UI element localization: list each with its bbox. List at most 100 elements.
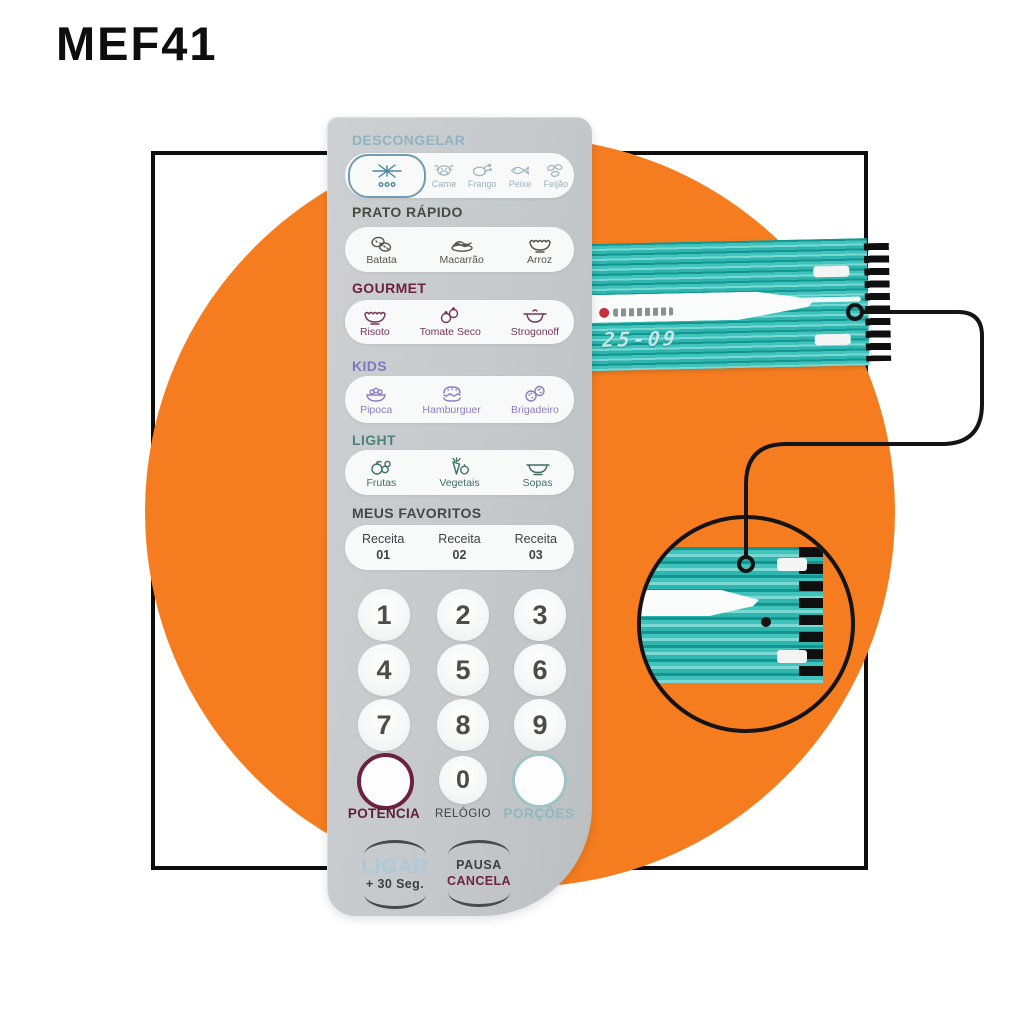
snowflake-drops-icon: [369, 162, 405, 189]
keypad-button-0[interactable]: 0: [439, 756, 487, 804]
defrost-button[interactable]: [348, 153, 426, 198]
chicken-icon: [470, 162, 494, 179]
ligar-label: LIGAR: [361, 856, 429, 878]
favorite-name: Receita: [514, 531, 558, 546]
keypad-button-5[interactable]: 5: [437, 644, 489, 696]
favorite-number: 03: [528, 547, 543, 562]
favorite-name: Receita: [361, 531, 405, 546]
keypad-button-8[interactable]: 8: [437, 699, 489, 751]
pausa-cancela-button[interactable]: PAUSA CANCELA: [437, 840, 521, 907]
button-label: Hamburguer: [422, 403, 481, 416]
kids-group: Pipoca Hamburguer Brigadeiro: [345, 376, 574, 423]
cancela-label: CANCELA: [447, 874, 511, 889]
brigadeiro-icon: [522, 384, 548, 404]
keypad-button-1[interactable]: 1: [358, 589, 410, 641]
favorites-group: Receita 01 Receita 02 Receita 03: [345, 525, 574, 570]
keypad-button-7[interactable]: 7: [358, 699, 410, 751]
button-arroz[interactable]: Arroz: [527, 234, 553, 266]
section-header-meus-favoritos: MEUS FAVORITOS: [352, 505, 482, 521]
fruits-icon: [368, 457, 394, 477]
button-label: Carne: [431, 179, 457, 189]
stroganoff-pot-icon: [522, 306, 548, 326]
rice-bowl-icon: [527, 234, 553, 254]
magnifier-circle: [637, 515, 855, 733]
section-header-gourmet: GOURMET: [352, 280, 427, 296]
keypad-button-6[interactable]: 6: [514, 644, 566, 696]
soup-bowl-icon: [525, 457, 551, 477]
ligar-button[interactable]: LIGAR + 30 Seg.: [353, 840, 437, 909]
arc-top: [364, 840, 426, 855]
button-label: Feijão: [543, 179, 569, 189]
button-label: Vegetais: [439, 476, 480, 489]
prato-rapido-group: Batata Macarrão Arroz: [345, 227, 574, 272]
popcorn-icon: [363, 384, 389, 404]
favorite-number: 02: [452, 547, 467, 562]
keypad-button-9[interactable]: 9: [514, 699, 566, 751]
magnified-contact-pad: [777, 650, 807, 663]
button-vegetais[interactable]: Vegetais: [439, 457, 480, 489]
vegetables-icon: [446, 457, 472, 477]
light-group: Frutas Vegetais Sopas: [345, 450, 574, 495]
plus-30-seg-label: + 30 Seg.: [365, 877, 425, 891]
button-batata[interactable]: Batata: [366, 234, 397, 266]
button-label: Macarrão: [439, 253, 484, 266]
arc-top: [448, 840, 510, 855]
button-label: Frango: [467, 179, 497, 189]
descongelar-group: Carne Frango Peixe: [345, 153, 574, 198]
section-header-kids: KIDS: [352, 358, 388, 374]
membrane-panel: DESCONGELAR Carne Frango: [327, 117, 592, 916]
keypad-button-2[interactable]: 2: [437, 589, 489, 641]
button-peixe[interactable]: Peixe: [508, 162, 532, 189]
pasta-icon: [449, 234, 475, 254]
button-brigadeiro[interactable]: Brigadeiro: [511, 384, 559, 416]
pausa-label: PAUSA: [456, 858, 502, 872]
button-macarrao[interactable]: Macarrão: [439, 234, 484, 266]
button-label: Peixe: [508, 179, 532, 189]
tomato-icon: [437, 306, 463, 326]
burger-icon: [439, 384, 465, 404]
meat-icon: [432, 162, 456, 179]
button-hamburguer[interactable]: Hamburguer: [422, 384, 481, 416]
button-carne[interactable]: Carne: [431, 162, 457, 189]
button-label: Strogonoff: [510, 326, 560, 339]
section-header-descongelar: DESCONGELAR: [352, 132, 466, 148]
beans-icon: [544, 162, 568, 179]
potencia-label: POTÊNCIA: [347, 806, 421, 821]
button-label: Frutas: [366, 476, 397, 489]
favorite-number: 01: [376, 547, 391, 562]
button-label: Pipoca: [360, 403, 393, 416]
button-label: Sopas: [522, 476, 553, 489]
relogio-label: RELÓGIO: [435, 808, 491, 820]
button-frutas[interactable]: Frutas: [366, 457, 397, 489]
risotto-bowl-icon: [362, 306, 388, 326]
page-title: MEF41: [56, 17, 218, 70]
button-label: Tomate Seco: [419, 326, 481, 339]
button-feijao[interactable]: Feijão: [543, 162, 569, 189]
keypad-button-3[interactable]: 3: [514, 589, 566, 641]
favorite-name: Receita: [438, 531, 481, 546]
button-frango[interactable]: Frango: [467, 162, 497, 189]
magnified-contact-pad: [777, 558, 807, 571]
button-label: Risoto: [359, 326, 390, 339]
button-risoto[interactable]: Risoto: [360, 306, 390, 338]
button-label: Arroz: [527, 253, 553, 266]
gourmet-group: Risoto Tomate Seco Strogonoff: [345, 300, 574, 344]
button-pipoca[interactable]: Pipoca: [360, 384, 392, 416]
button-receita-01[interactable]: Receita 01: [362, 532, 404, 563]
button-receita-03[interactable]: Receita 03: [515, 532, 557, 563]
button-label: Brigadeiro: [510, 403, 559, 416]
arc-bottom: [448, 892, 510, 907]
section-header-prato-rapido: PRATO RÁPIDO: [352, 204, 463, 220]
potencia-button[interactable]: [357, 753, 414, 810]
potato-icon: [369, 234, 395, 254]
button-tomate-seco[interactable]: Tomate Seco: [420, 306, 481, 338]
porcoes-label: PORÇÕES: [503, 806, 575, 821]
section-header-light: LIGHT: [352, 432, 396, 448]
button-receita-02[interactable]: Receita 02: [438, 532, 480, 563]
keypad-button-4[interactable]: 4: [358, 644, 410, 696]
button-strogonoff[interactable]: Strogonoff: [511, 306, 559, 338]
porcoes-button[interactable]: [512, 753, 567, 808]
button-sopas[interactable]: Sopas: [522, 457, 553, 489]
